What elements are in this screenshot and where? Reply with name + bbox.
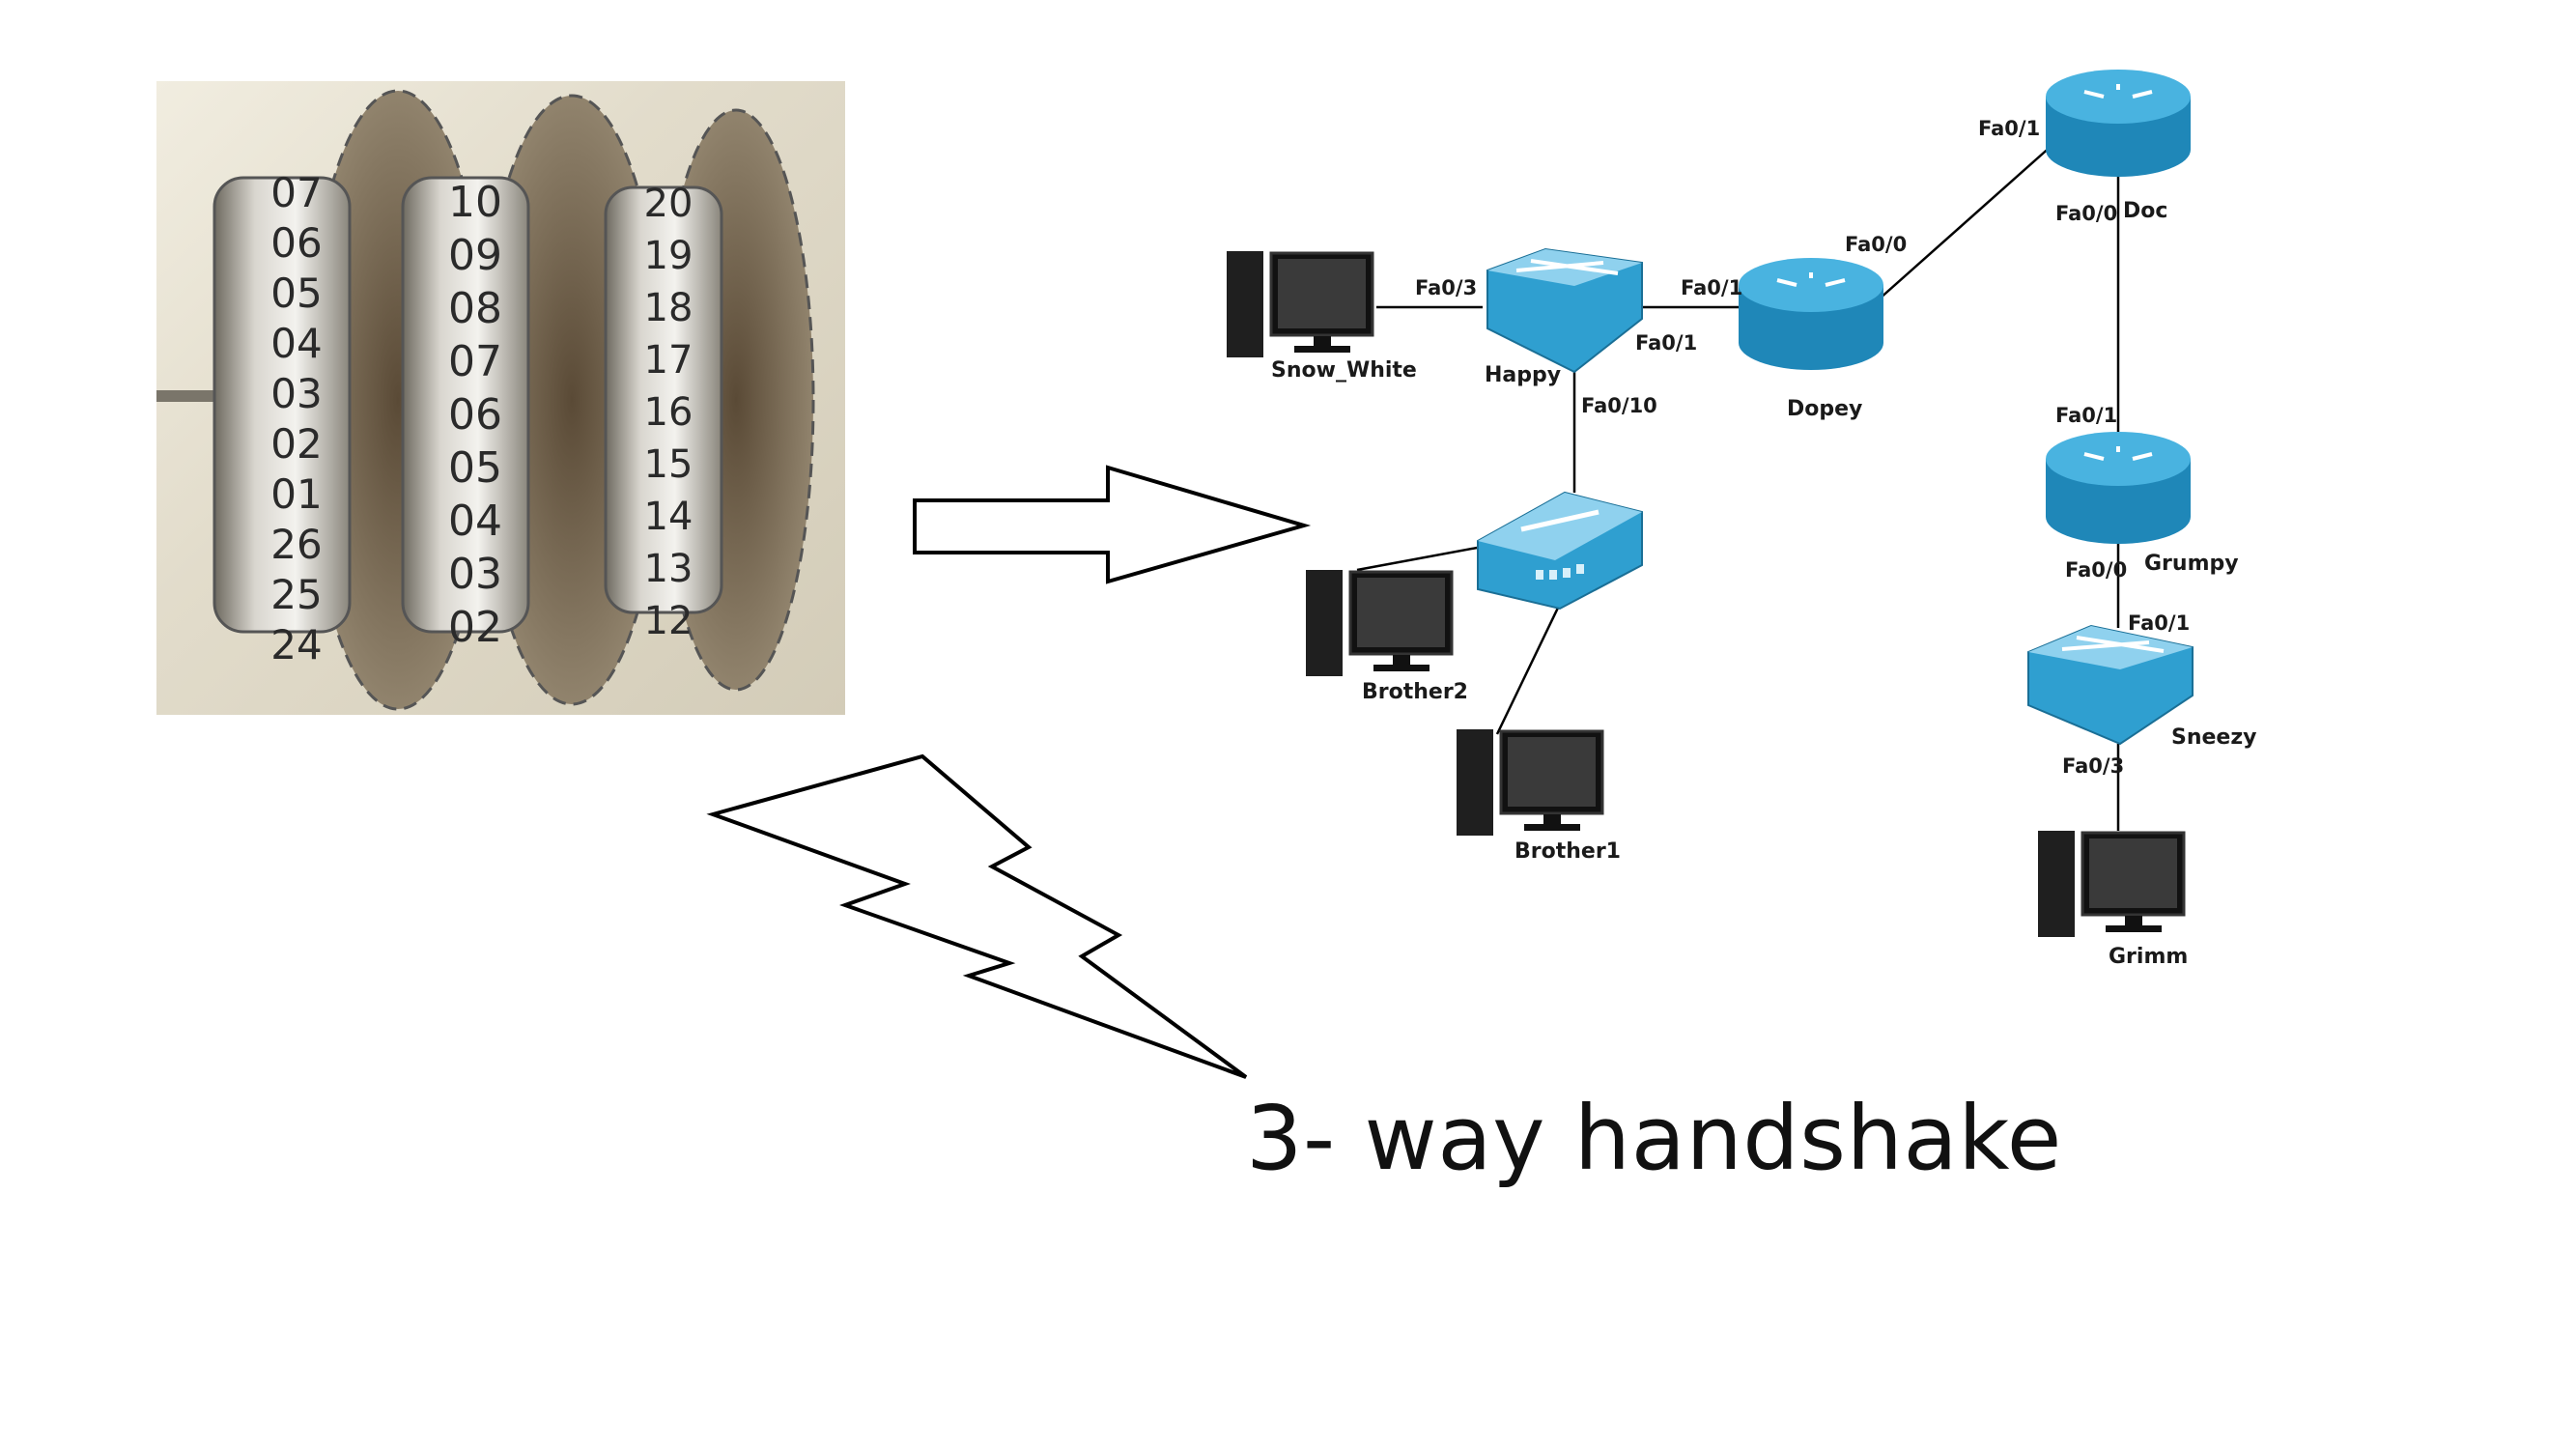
lightning-bolt [706, 753, 1248, 1079]
rotor-number: 19 [644, 234, 694, 278]
rotor-number: 20 [644, 182, 694, 226]
rotor-number: 02 [270, 420, 322, 468]
rotor-number: 15 [644, 442, 694, 487]
router-doc [2046, 70, 2191, 177]
rotor-number: 16 [644, 390, 694, 435]
port-happy-fa03: Fa0/3 [1415, 276, 1477, 299]
rotor-number: 05 [270, 270, 322, 317]
switch-lower [1477, 491, 1643, 611]
label-doc: Doc [2123, 199, 2167, 223]
rotor-number: 07 [270, 169, 322, 216]
device-labels: Snow_White Happy Dopey Doc Grumpy Sneezy… [1271, 199, 2257, 969]
rotor-number: 03 [270, 370, 322, 417]
drum-1 [212, 176, 352, 634]
drum-3-numbers: 20 19 18 17 16 15 14 13 12 [644, 182, 694, 643]
network-links [1356, 144, 2120, 831]
router-grumpy [2046, 432, 2191, 544]
rotor-number: 07 [448, 337, 502, 386]
pc-brother1 [1457, 729, 1604, 836]
rotor-number: 08 [448, 284, 502, 333]
rotor-number: 17 [644, 338, 694, 383]
rotor-number: 01 [270, 470, 322, 518]
axle [156, 390, 224, 402]
rotor-number: 18 [644, 286, 694, 330]
rotor-number: 10 [448, 178, 502, 227]
port-happy-fa010: Fa0/10 [1581, 394, 1657, 417]
port-happy-fa01: Fa0/1 [1635, 331, 1697, 355]
rotor-number: 02 [448, 603, 502, 652]
rotor-number: 14 [644, 495, 694, 539]
label-snow-white: Snow_White [1271, 358, 1417, 383]
rotor-number: 24 [270, 621, 322, 668]
label-brother2: Brother2 [1362, 680, 1468, 704]
handshake-caption: 3- way handshake [1246, 1087, 2062, 1190]
port-dopey-fa01: Fa0/1 [1681, 276, 1742, 299]
port-grumpy-fa01: Fa0/1 [2055, 404, 2117, 427]
label-happy: Happy [1485, 363, 1561, 387]
switch-happy [1486, 247, 1643, 374]
port-sneezy-fa01: Fa0/1 [2128, 611, 2190, 635]
label-dopey: Dopey [1787, 397, 1862, 421]
rotor-number: 25 [270, 571, 322, 618]
label-brother1: Brother1 [1514, 839, 1621, 864]
rotor-number: 09 [448, 231, 502, 280]
drum-2 [401, 176, 530, 634]
rotor-number: 26 [270, 521, 322, 568]
drum-3 [604, 185, 723, 614]
pc-brother2 [1306, 570, 1454, 676]
label-sneezy: Sneezy [2171, 725, 2257, 750]
label-grimm: Grimm [2109, 945, 2188, 969]
rotor-number: 03 [448, 550, 502, 599]
port-grumpy-fa00: Fa0/0 [2065, 558, 2127, 582]
port-labels: Fa0/3 Fa0/1 Fa0/10 Fa0/1 Fa0/0 Fa0/1 Fa0… [1415, 117, 2190, 778]
rotor-number: 06 [448, 390, 502, 440]
port-dopey-fa00: Fa0/0 [1845, 233, 1907, 256]
rotor-number: 06 [270, 219, 322, 267]
pc-snow-white [1227, 251, 1374, 357]
port-doc-fa01: Fa0/1 [1978, 117, 2040, 140]
rotor-number: 04 [270, 320, 322, 367]
right-arrow [913, 465, 1312, 584]
rotor-number: 05 [448, 443, 502, 493]
rotor-number: 13 [644, 547, 694, 591]
pc-grimm [2038, 831, 2186, 937]
switch-sneezy [2027, 624, 2194, 746]
port-doc-fa00: Fa0/0 [2055, 202, 2117, 225]
rotor-number: 04 [448, 497, 502, 546]
router-dopey [1739, 258, 1883, 370]
rotor-number: 12 [644, 599, 694, 643]
label-grumpy: Grumpy [2144, 552, 2239, 576]
port-sneezy-fa03: Fa0/3 [2062, 754, 2124, 778]
